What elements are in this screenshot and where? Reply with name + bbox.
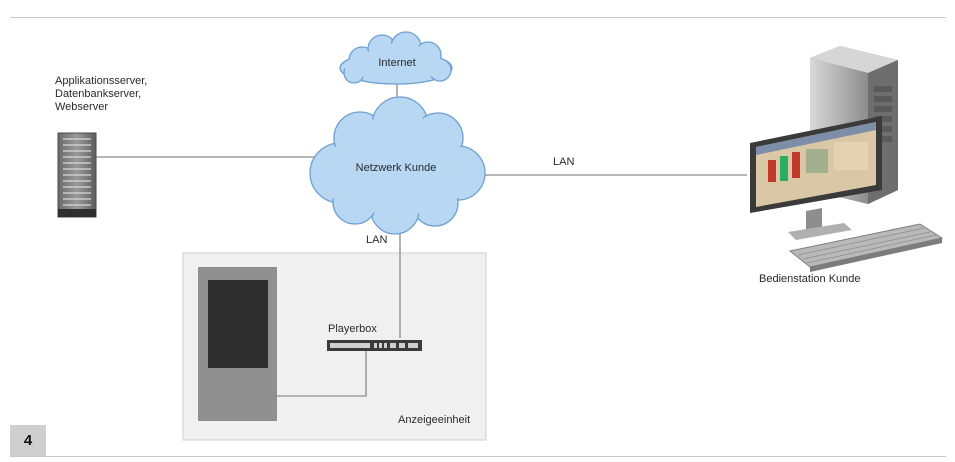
lan-label-down: LAN bbox=[366, 234, 388, 246]
monitor-icon bbox=[750, 116, 882, 240]
figure-frame: Internet Netzwerk Kunde Applikationsserv… bbox=[10, 17, 946, 457]
network-diagram bbox=[57, 31, 944, 441]
network-cloud bbox=[309, 96, 486, 235]
figure-number-badge: 4 bbox=[10, 425, 46, 456]
display-device-icon bbox=[198, 267, 277, 421]
internet-label: Internet bbox=[378, 57, 416, 69]
lan-label-right: LAN bbox=[553, 156, 575, 168]
network-label: Netzwerk Kunde bbox=[355, 162, 437, 174]
workstation-label: Bedienstation Kunde bbox=[759, 273, 861, 285]
server-label-3: Webserver bbox=[55, 101, 108, 113]
playerbox-icon bbox=[327, 340, 422, 351]
workstation-icon bbox=[750, 46, 944, 272]
server-label-2: Datenbankserver, bbox=[55, 88, 142, 100]
server-icon bbox=[57, 132, 97, 218]
keyboard-icon bbox=[788, 223, 944, 272]
display-unit-label: Anzeigeeinheit bbox=[398, 414, 471, 426]
internet-cloud bbox=[339, 31, 453, 85]
line-playerbox-display bbox=[277, 351, 367, 397]
server-label-1: Applikationsserver, bbox=[55, 75, 148, 87]
playerbox-label: Playerbox bbox=[328, 323, 377, 335]
